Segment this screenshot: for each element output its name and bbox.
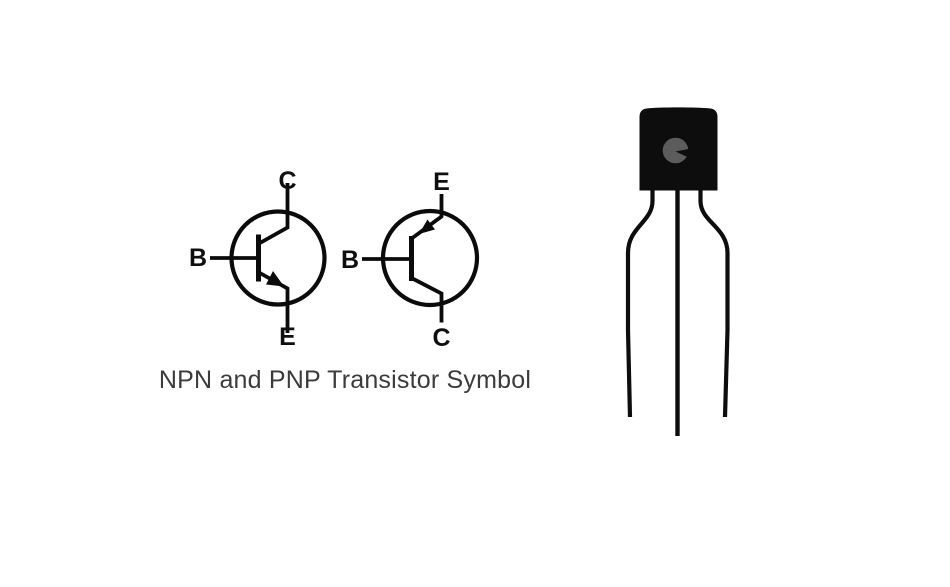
npn-emitter-arrow-icon <box>266 271 284 287</box>
npn-emitter-label: E <box>279 323 296 351</box>
package-dot-notch <box>675 149 689 158</box>
npn-emitter-lead <box>258 270 290 333</box>
figure-caption: NPN and PNP Transistor Symbol <box>158 366 532 394</box>
pnp-collector-lead <box>411 276 444 323</box>
package-dot-icon <box>662 137 689 164</box>
pnp-transistor-symbol-icon: E B C <box>341 168 480 352</box>
package-right-leg <box>698 190 730 418</box>
to92-package-icon <box>625 107 730 436</box>
pnp-collector-label: C <box>432 324 450 352</box>
pnp-emitter-label: E <box>433 168 450 196</box>
npn-transistor-symbol-icon: C B E <box>189 167 327 351</box>
package-left-leg <box>625 190 655 418</box>
npn-base-label: B <box>189 244 207 272</box>
npn-collector-lead <box>258 183 290 246</box>
pnp-base-label: B <box>341 246 359 274</box>
npn-collector-label: C <box>278 167 296 195</box>
pnp-emitter-arrow-icon <box>419 219 435 234</box>
